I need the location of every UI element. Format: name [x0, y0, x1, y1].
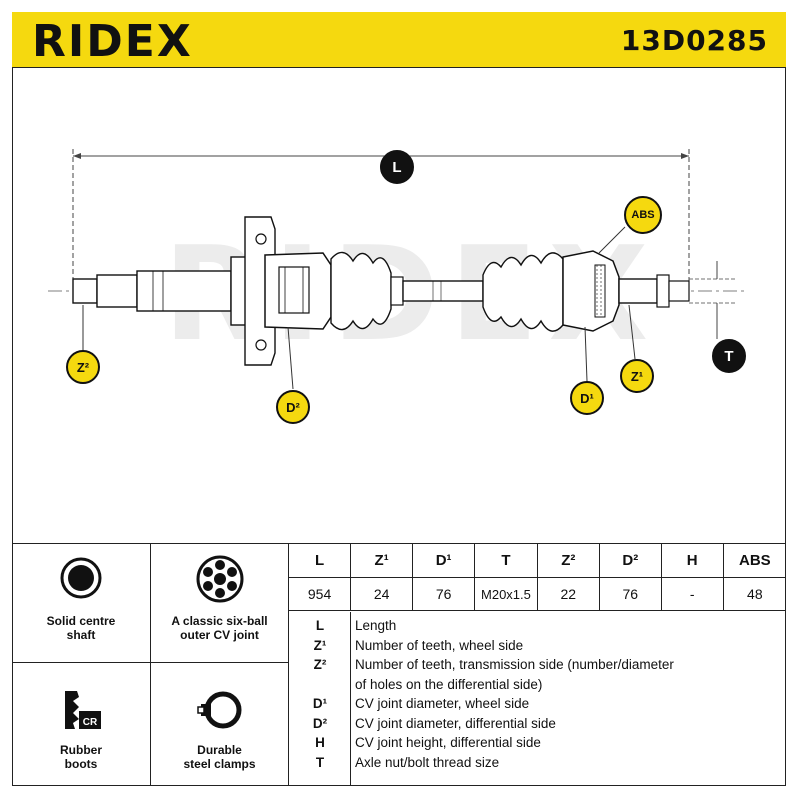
spec-value: 22 — [537, 577, 600, 611]
spec-header: L — [289, 544, 352, 578]
feature-label-line1: A classic six-ball — [171, 614, 268, 628]
legend-description: CV joint diameter, differential side — [355, 716, 556, 731]
spec-value-row: 954 24 76 M20x1.5 22 76 - 48 — [289, 577, 786, 611]
brand-logo: RIDEX — [32, 16, 193, 67]
legend-symbol: Z² — [313, 657, 327, 672]
spec-value: 954 — [289, 577, 352, 611]
feature-label-line1: Solid centre — [46, 614, 116, 628]
rubber-boot-icon: CR — [65, 691, 101, 729]
label-D1: D¹ — [570, 381, 604, 415]
header-bar: RIDEX 13D0285 — [12, 12, 786, 68]
legend-symbol: Z¹ — [313, 638, 327, 653]
solid-shaft-icon — [60, 557, 102, 599]
legend-divider — [350, 612, 351, 786]
legend-description: Number of teeth, transmission side (numb… — [355, 657, 674, 672]
spec-value: - — [661, 577, 724, 611]
label-ABS: ABS — [624, 196, 662, 234]
spec-value: 48 — [723, 577, 786, 611]
spec-value: M20x1.5 — [474, 577, 538, 611]
legend-description: Length — [355, 618, 397, 633]
spec-header: Z¹ — [350, 544, 414, 578]
steel-clamp-icon — [197, 691, 242, 729]
spec-header: Z² — [537, 544, 600, 578]
legend-symbol: H — [315, 735, 325, 750]
legend-description: Number of teeth, wheel side — [355, 638, 524, 653]
feature-steel-clamps: Durable steel clamps — [151, 663, 289, 786]
spec-value: 76 — [412, 577, 476, 611]
spec-header: D² — [599, 544, 662, 578]
feature-solid-shaft: Solid centre shaft — [12, 544, 151, 663]
feature-label-line2: steel clamps — [183, 757, 256, 771]
legend-description: of holes on the differential side) — [355, 677, 543, 692]
label-D2: D² — [276, 390, 310, 424]
feature-label-line2: outer CV joint — [180, 628, 259, 642]
spec-header: ABS — [723, 544, 786, 578]
label-Z2: Z² — [66, 350, 100, 384]
spec-header: H — [661, 544, 724, 578]
cr-badge: CR — [83, 717, 98, 728]
spec-header: D¹ — [412, 544, 476, 578]
feature-label-line2: boots — [64, 757, 98, 771]
legend-symbol: T — [315, 755, 325, 770]
legend-description: CV joint diameter, wheel side — [355, 696, 530, 711]
feature-rubber-boots: CR Rubber boots — [12, 663, 151, 786]
legend-symbol: D¹ — [312, 696, 328, 711]
feature-label-line1: Durable — [197, 743, 242, 757]
spec-value: 76 — [599, 577, 662, 611]
label-L: L — [380, 150, 414, 184]
spec-table: L Z¹ D¹ T Z² D² H ABS 954 24 76 M20x1.5 … — [289, 544, 786, 611]
spec-header: T — [474, 544, 538, 578]
part-number: 13D0285 — [620, 24, 768, 57]
six-ball-joint-icon — [196, 555, 244, 603]
section-divider — [12, 543, 786, 544]
legend-description: Axle nut/bolt thread size — [355, 755, 500, 770]
feature-label-line1: Rubber — [60, 743, 102, 757]
label-T: T — [712, 339, 746, 373]
legend-description: CV joint height, differential side — [355, 735, 541, 750]
feature-label-line2: shaft — [66, 628, 96, 642]
spec-header-row: L Z¹ D¹ T Z² D² H ABS — [289, 544, 786, 578]
legend-symbol: L — [315, 618, 325, 633]
spec-value: 24 — [350, 577, 414, 611]
feature-six-ball-joint: A classic six-ball outer CV joint — [151, 544, 289, 663]
drive-shaft-drawing: RIDEX — [48, 149, 748, 390]
legend-symbol: D² — [312, 716, 328, 731]
label-Z1: Z¹ — [620, 359, 654, 393]
